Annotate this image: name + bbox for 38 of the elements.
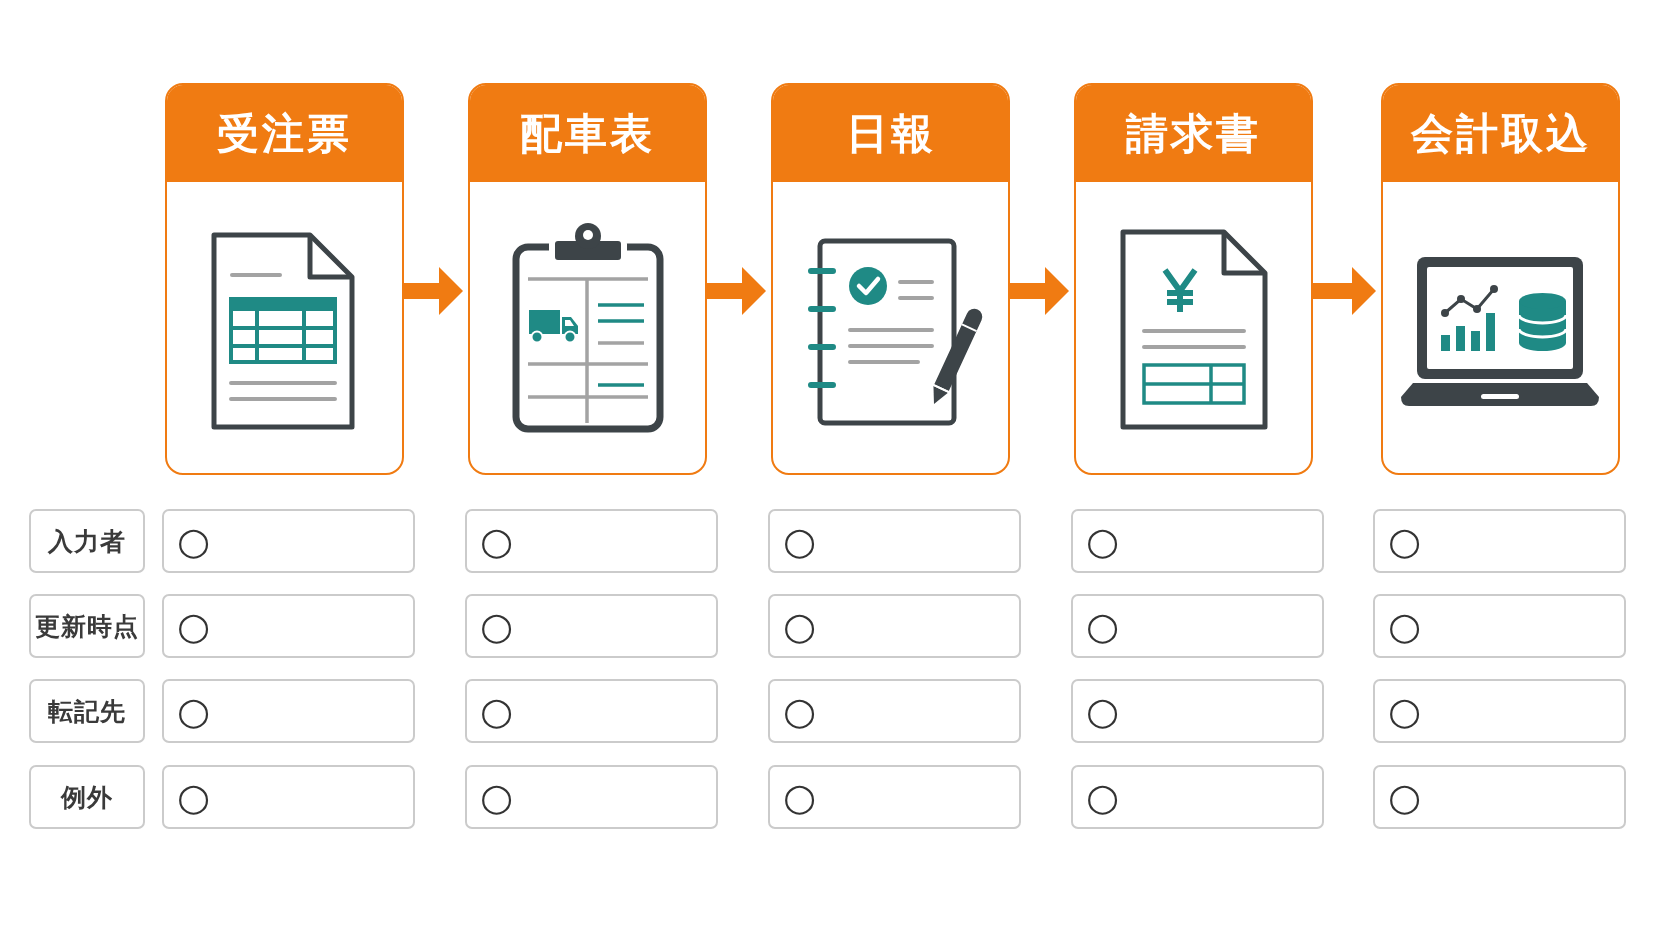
circle-symbol: ○ xyxy=(783,692,817,730)
process-card xyxy=(771,83,1010,475)
circle-symbol: ○ xyxy=(1388,778,1422,816)
process-card xyxy=(165,83,404,475)
arrow xyxy=(707,267,766,315)
circle-symbol: ○ xyxy=(1086,778,1120,816)
circle-symbol: ○ xyxy=(1388,692,1422,730)
card-header: 配車表 xyxy=(470,85,705,182)
card-header: 受注票 xyxy=(167,85,402,182)
circle-symbol: ○ xyxy=(783,522,817,560)
circle-symbol: ○ xyxy=(177,692,211,730)
circle-symbol: ○ xyxy=(783,778,817,816)
circle-symbol: ○ xyxy=(1086,607,1120,645)
circle-symbol: ○ xyxy=(480,522,514,560)
circle-symbol: ○ xyxy=(480,607,514,645)
card-header: 請求書 xyxy=(1076,85,1311,182)
row-label: 例外 xyxy=(29,765,145,829)
circle-symbol: ○ xyxy=(1086,522,1120,560)
process-card xyxy=(1074,83,1313,475)
row-label: 転記先 xyxy=(29,679,145,743)
circle-symbol: ○ xyxy=(177,778,211,816)
arrow xyxy=(1010,267,1069,315)
circle-symbol: ○ xyxy=(783,607,817,645)
process-card xyxy=(1381,83,1620,475)
circle-symbol: ○ xyxy=(1388,522,1422,560)
process-card xyxy=(468,83,707,475)
circle-symbol: ○ xyxy=(1086,692,1120,730)
arrow xyxy=(404,267,463,315)
circle-symbol: ○ xyxy=(177,522,211,560)
circle-symbol: ○ xyxy=(480,692,514,730)
card-header: 会計取込 xyxy=(1383,85,1618,182)
arrow xyxy=(1313,267,1376,315)
circle-symbol: ○ xyxy=(177,607,211,645)
circle-symbol: ○ xyxy=(1388,607,1422,645)
row-label: 入力者 xyxy=(29,509,145,573)
row-label: 更新時点 xyxy=(29,594,145,658)
card-header: 日報 xyxy=(773,85,1008,182)
circle-symbol: ○ xyxy=(480,778,514,816)
